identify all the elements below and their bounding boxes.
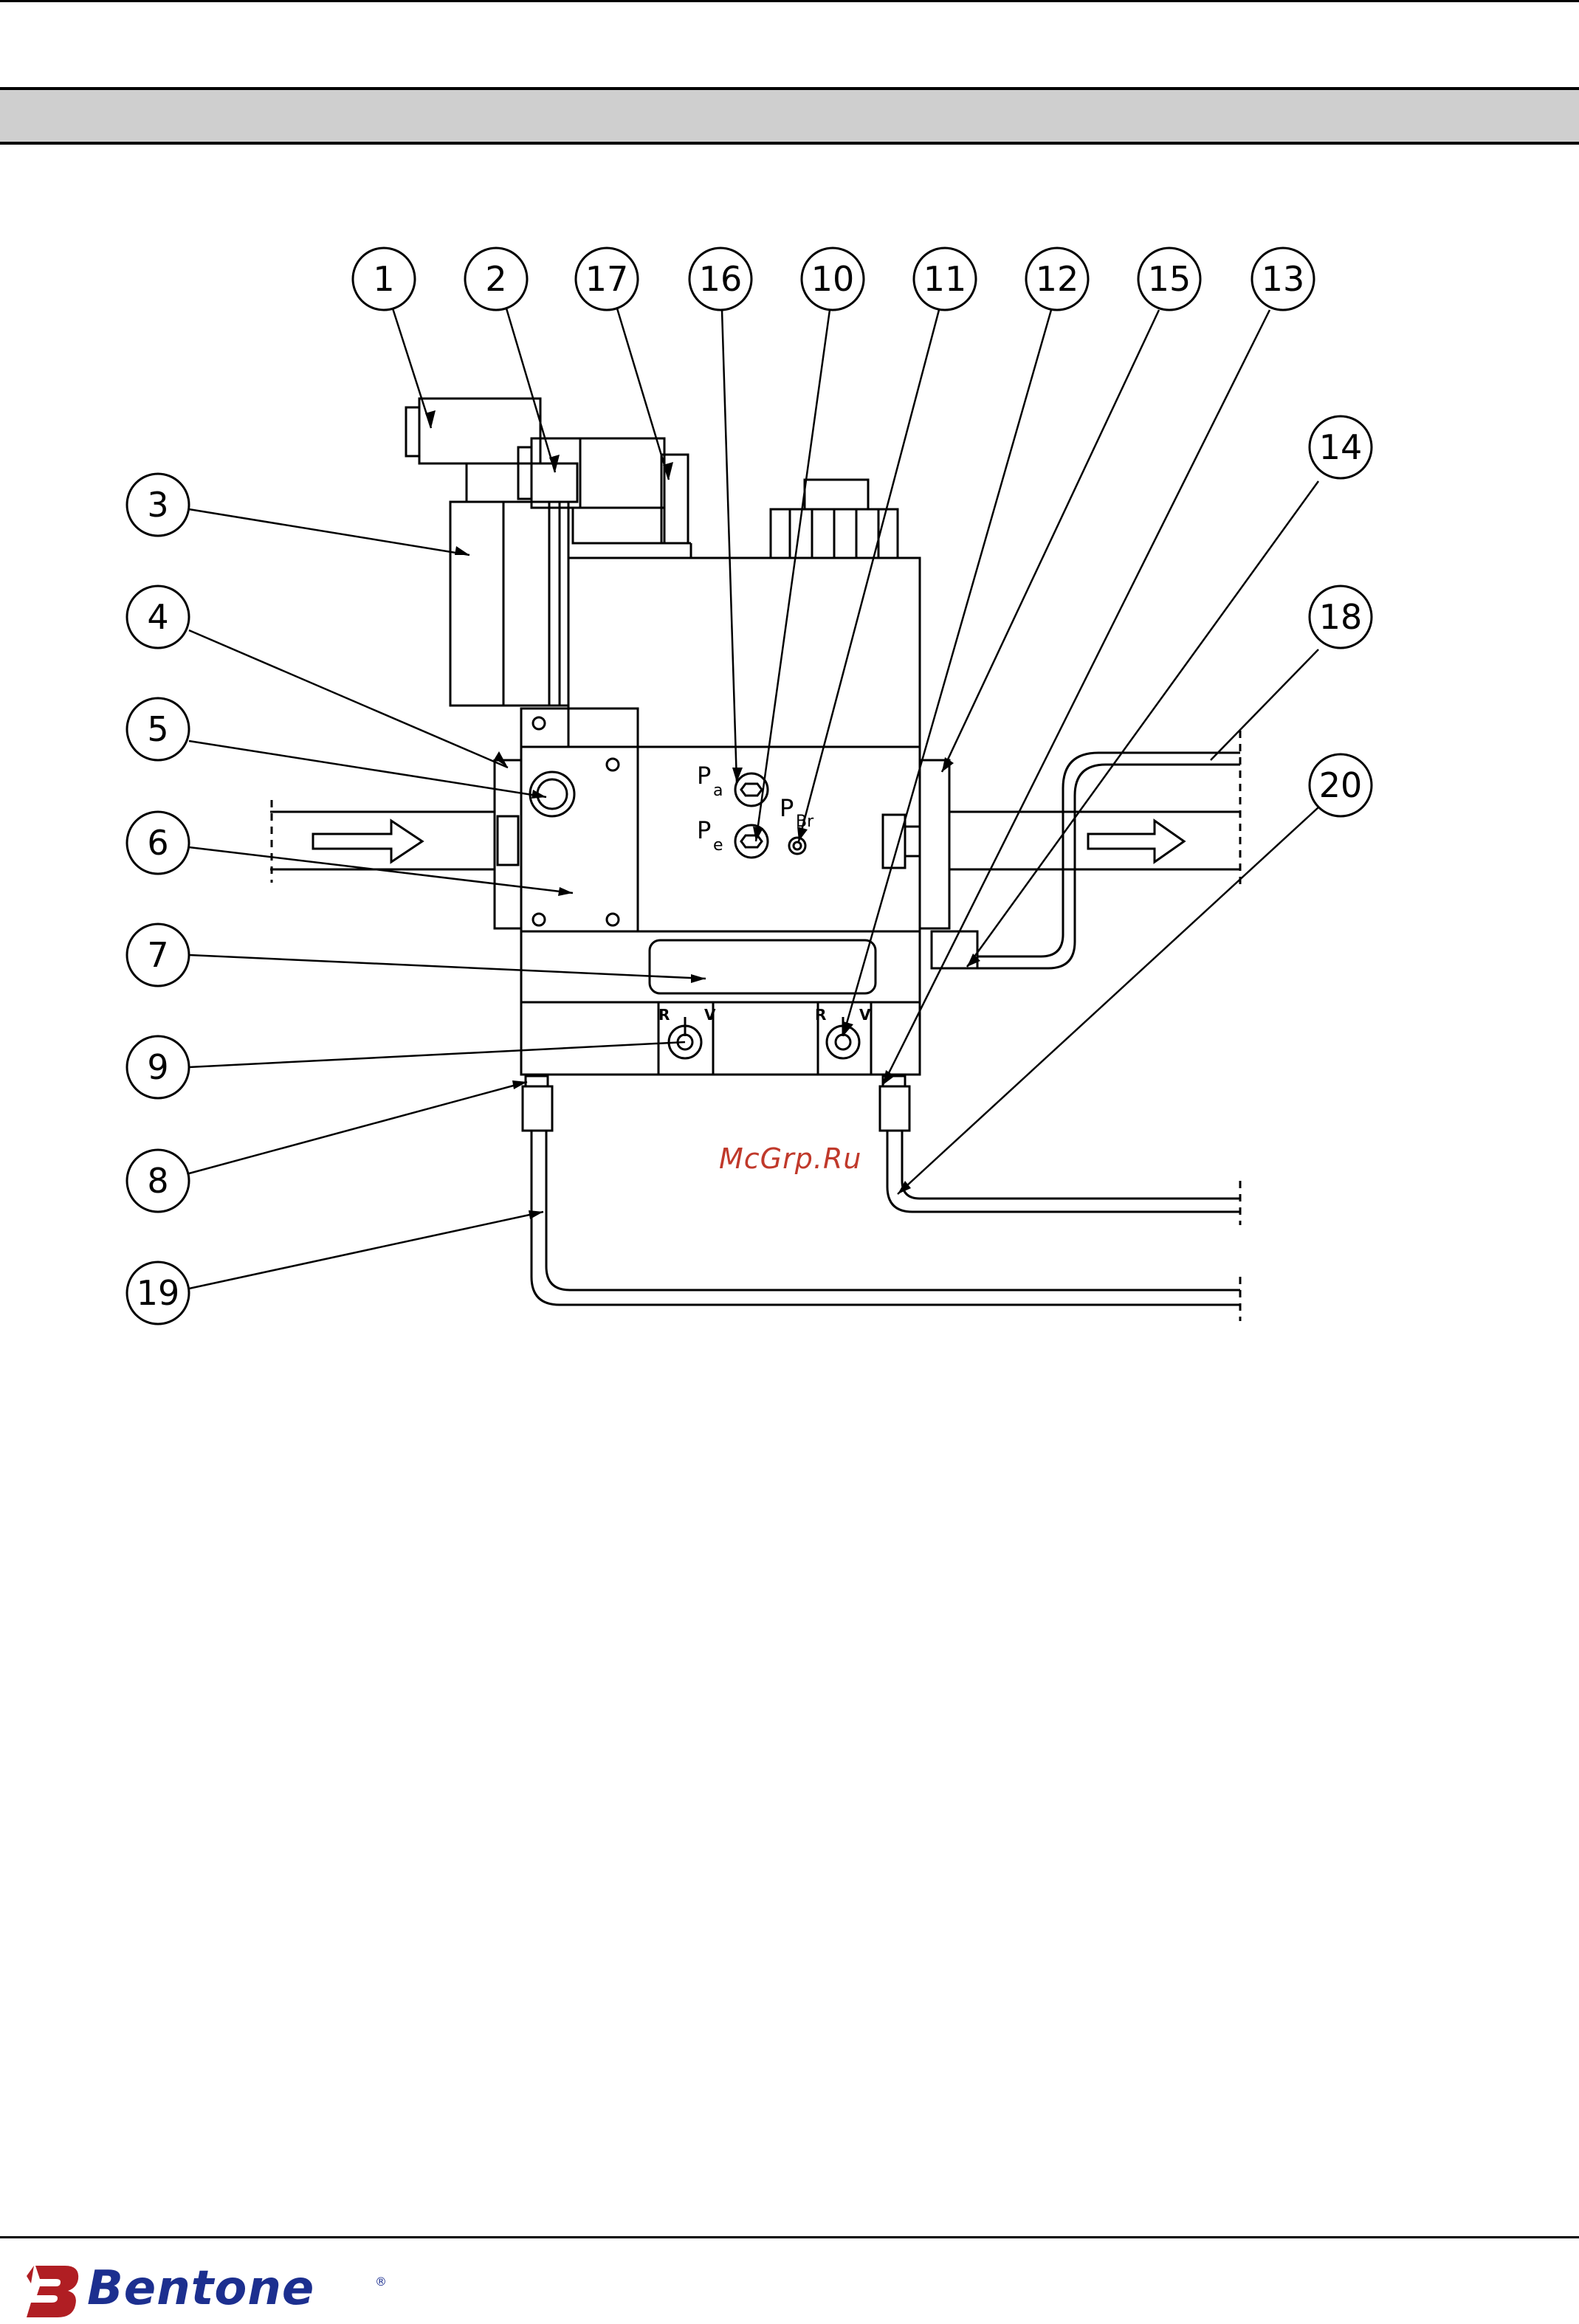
svg-text:R: R xyxy=(658,1006,670,1024)
port-pbr xyxy=(789,838,805,854)
outlet-flange xyxy=(920,760,949,928)
callout-20: 20 xyxy=(1319,765,1363,805)
label-pbr: P xyxy=(780,794,794,822)
callout-8: 8 xyxy=(147,1161,168,1201)
svg-text:V: V xyxy=(859,1006,871,1024)
callout-18: 18 xyxy=(1319,597,1363,637)
outlet-flow-arrow xyxy=(1088,821,1184,862)
lower-body xyxy=(521,931,920,1002)
svg-text:a: a xyxy=(713,782,723,800)
callout-10: 10 xyxy=(811,259,855,299)
callout-19: 19 xyxy=(137,1273,180,1313)
solenoid-coil-1 xyxy=(419,399,540,463)
window-7 xyxy=(650,940,875,993)
callout-1: 1 xyxy=(373,259,394,299)
callout-16: 16 xyxy=(699,259,743,299)
svg-text:e: e xyxy=(713,836,723,855)
callout-15: 15 xyxy=(1148,259,1191,299)
callout-9: 9 xyxy=(147,1047,168,1087)
coil-1-plug xyxy=(406,407,419,456)
coil-2-plug xyxy=(518,447,532,499)
callout-14: 14 xyxy=(1319,427,1363,467)
callout-6: 6 xyxy=(147,823,168,863)
svg-text:V: V xyxy=(704,1006,716,1024)
label-pa: P xyxy=(697,762,711,790)
callout-11: 11 xyxy=(923,259,967,299)
callout-5: 5 xyxy=(147,709,168,749)
logo-text: Bentone xyxy=(87,2261,314,2316)
label-pe: P xyxy=(697,816,711,844)
bottom-rule xyxy=(0,2236,1579,2238)
actuator xyxy=(450,502,568,706)
inlet-flow-arrow xyxy=(313,821,422,862)
solenoid-coil-2 xyxy=(532,438,664,508)
upper-body xyxy=(568,558,920,747)
callout-7: 7 xyxy=(147,935,168,975)
watermark: McGrp.Ru xyxy=(719,1142,861,1175)
svg-text:R: R xyxy=(815,1006,826,1024)
callout-12: 12 xyxy=(1036,259,1079,299)
callout-2: 2 xyxy=(485,259,506,299)
logo-reg: ® xyxy=(375,2275,387,2289)
callout-4: 4 xyxy=(147,597,168,637)
filter-cover xyxy=(521,708,638,931)
callout-13: 13 xyxy=(1262,259,1305,299)
callout-17: 17 xyxy=(585,259,629,299)
callout-3: 3 xyxy=(147,485,168,525)
